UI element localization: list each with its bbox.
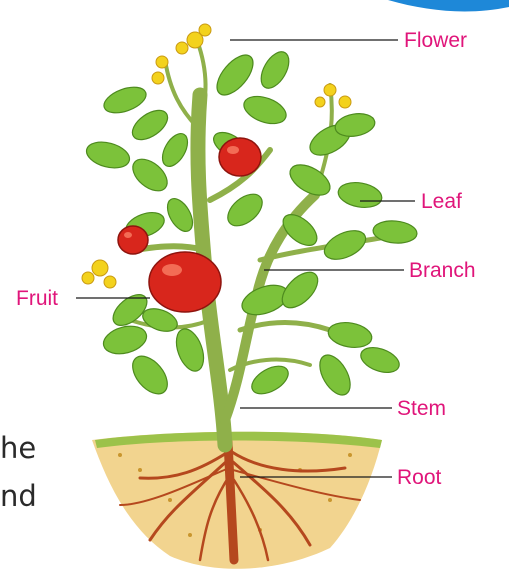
side-text-line-2: nd: [0, 482, 37, 511]
flower-label: Flower: [404, 30, 467, 51]
branch-label: Branch: [409, 260, 476, 281]
stem-label: Stem: [397, 398, 446, 419]
fruit-label: Fruit: [16, 288, 58, 309]
leaves: [84, 47, 418, 400]
root-label: Root: [397, 467, 441, 488]
leaf-label: Leaf: [421, 191, 462, 212]
side-text-line-1: he: [0, 434, 36, 463]
corner-ribbon: [388, 0, 509, 11]
